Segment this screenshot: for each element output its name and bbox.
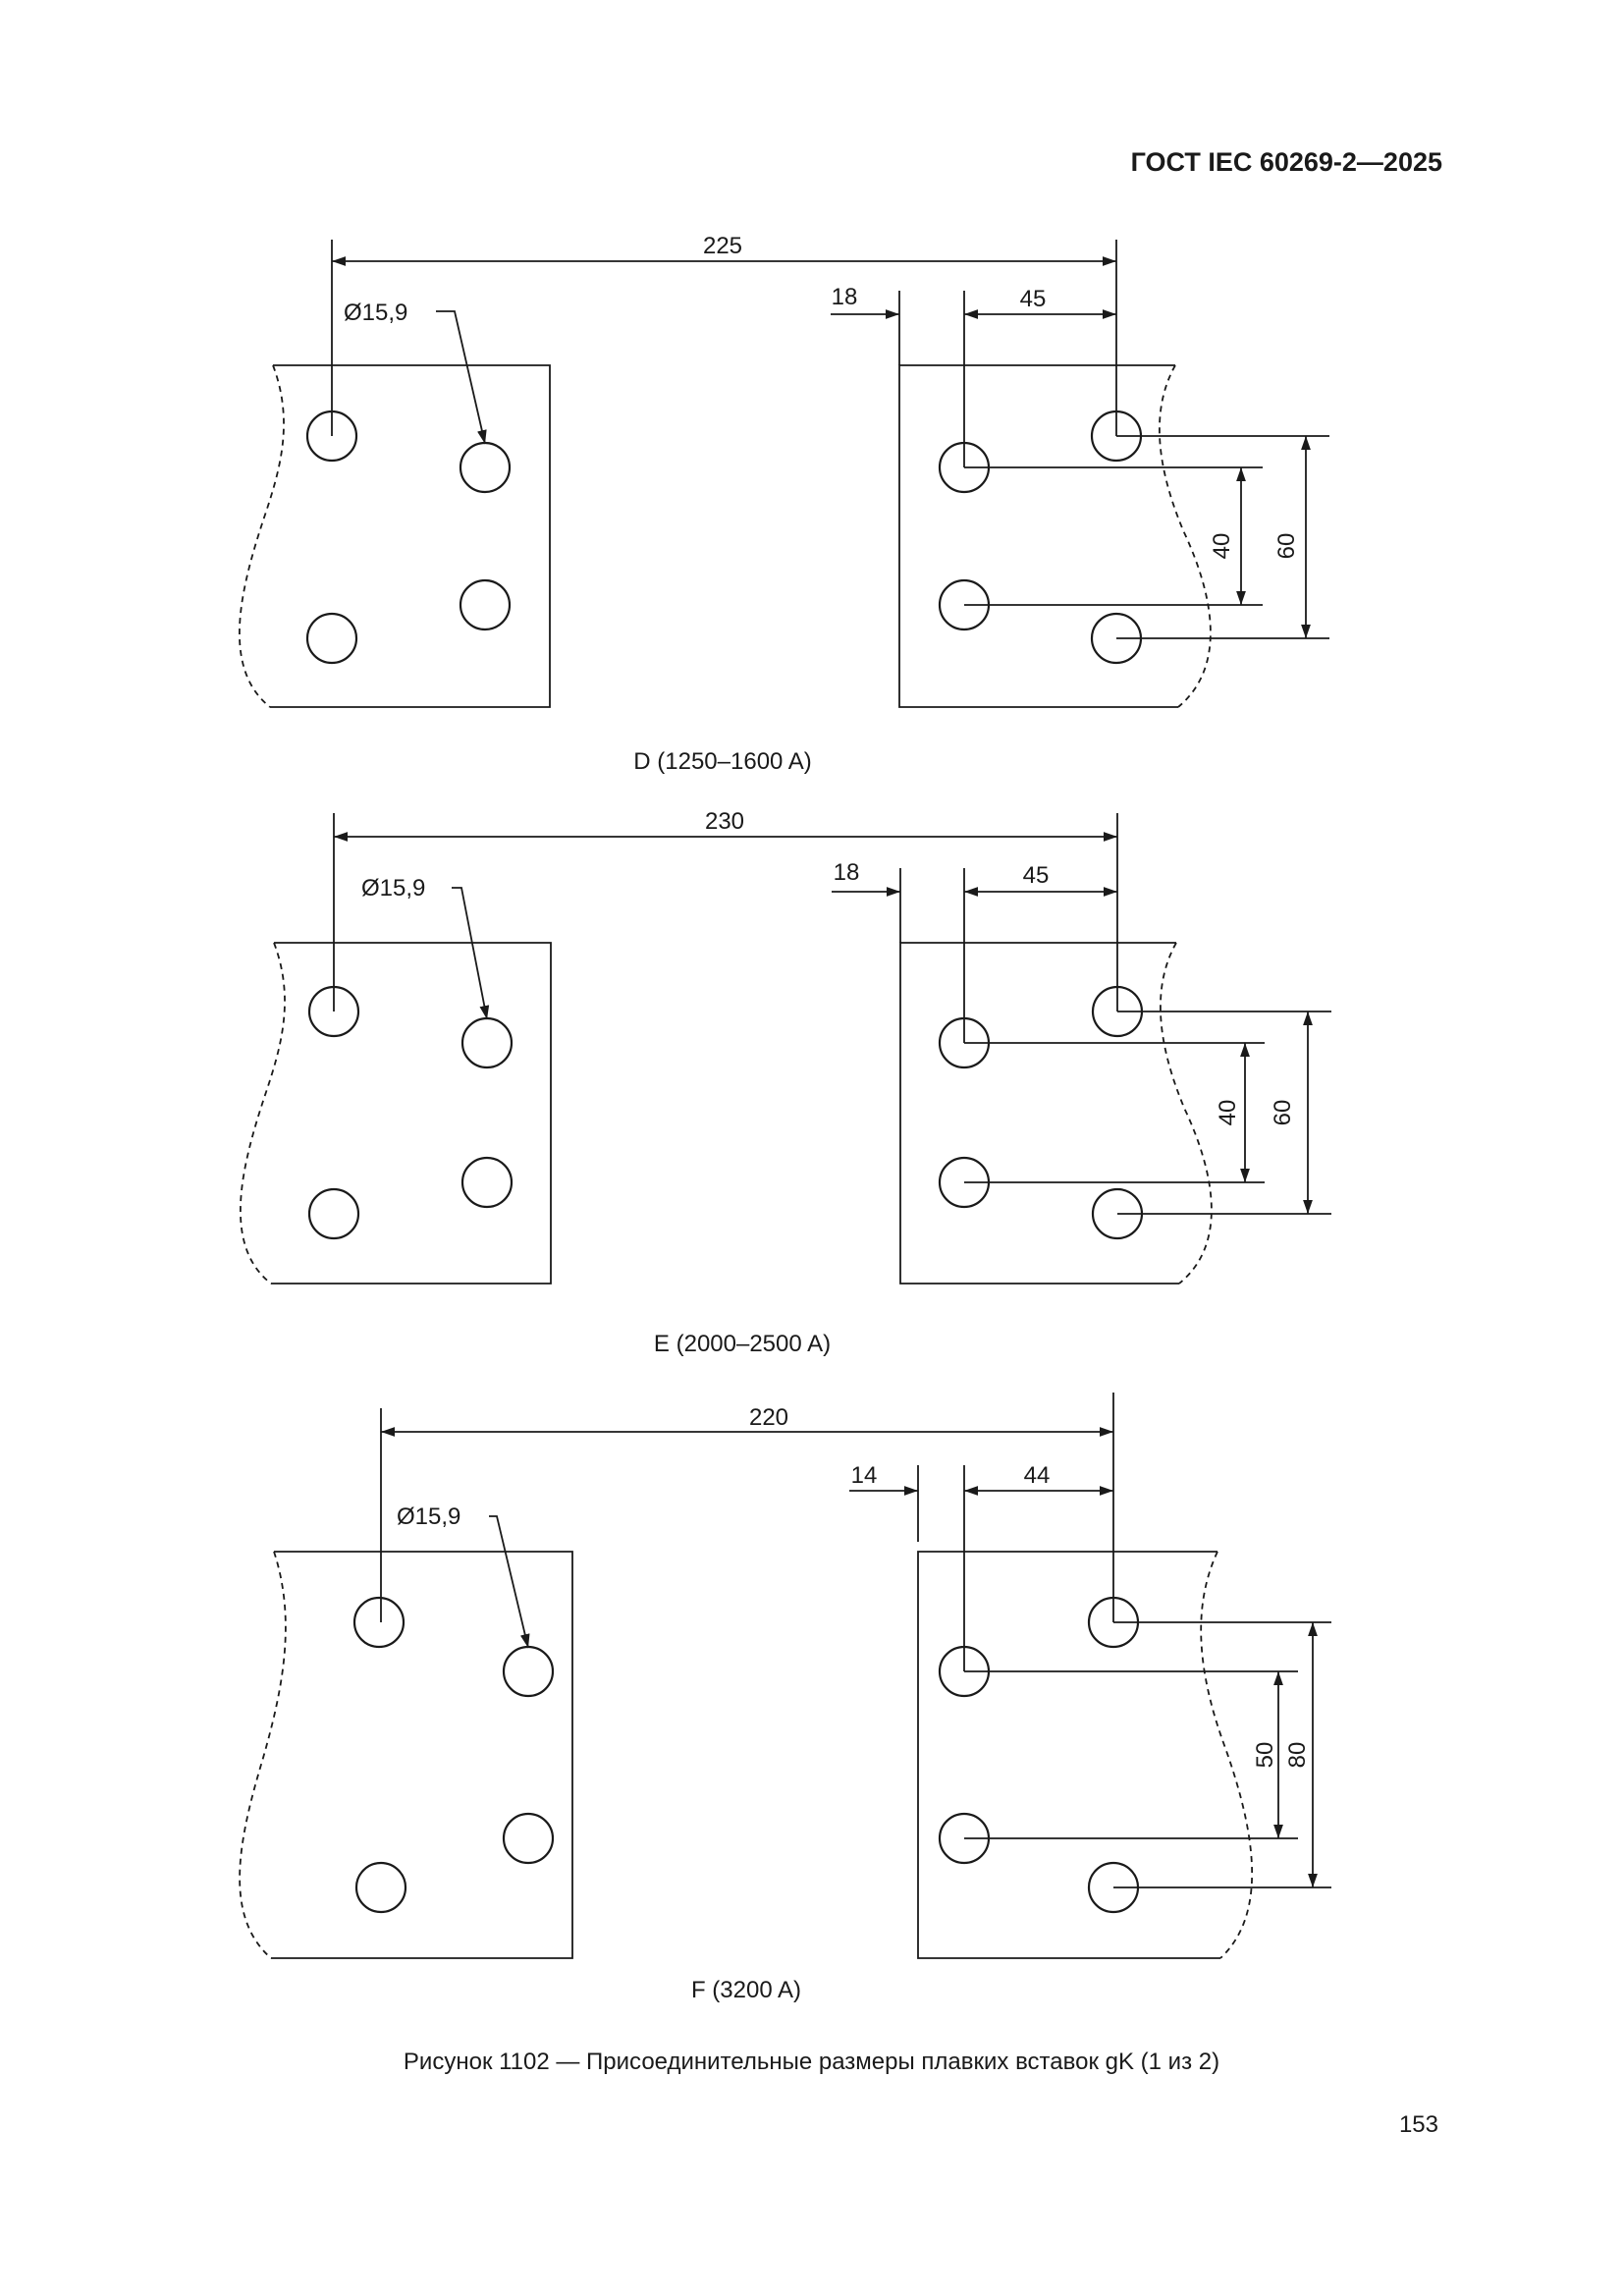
dimension-vertical-inner: 40 <box>1209 533 1235 560</box>
dimension-vertical-inner: 50 <box>1252 1742 1278 1769</box>
dimension-vertical-inner: 40 <box>1215 1100 1241 1126</box>
dimension-span: 225 <box>703 233 742 259</box>
figure-e-drawing: 230 18 45 Ø15,9 40 60 E (2000–2500 A) <box>240 808 1331 1357</box>
left-busbar <box>240 942 552 1285</box>
right-busbar <box>899 942 1213 1285</box>
mounting-hole <box>460 1016 514 1069</box>
left-busbar <box>239 1551 573 1959</box>
mounting-hole <box>460 1156 514 1209</box>
mounting-hole <box>305 612 358 665</box>
figure-d-drawing: 225 18 45 Ø15,9 40 60 D (1250–1600 A) <box>239 233 1329 775</box>
figure-label: D (1250–1600 A) <box>633 748 811 775</box>
dimension-vertical-outer: 60 <box>1270 1100 1296 1126</box>
right-busbar <box>917 1551 1254 1959</box>
dimension-span: 220 <box>749 1404 788 1431</box>
dimension-edge-offset: 18 <box>832 284 858 310</box>
page-number: 153 <box>1398 2111 1438 2138</box>
figure-label: F (3200 A) <box>691 1977 801 2003</box>
mounting-hole <box>502 1812 555 1865</box>
dimension-edge-offset: 18 <box>834 859 860 886</box>
mounting-hole <box>459 441 512 494</box>
document-standard-header: ГОСТ IEC 60269-2—2025 <box>1130 147 1442 177</box>
mounting-hole <box>459 578 512 631</box>
mounting-hole <box>502 1645 555 1698</box>
mounting-hole <box>352 1596 406 1649</box>
mounting-hole <box>307 1187 360 1240</box>
figure-f-drawing: 220 14 44 Ø15,9 50 80 F (3200 A) <box>239 1393 1331 2003</box>
dimension-diameter: Ø15,9 <box>361 875 425 902</box>
dimension-diameter: Ø15,9 <box>397 1503 460 1530</box>
dimension-span: 230 <box>705 808 744 835</box>
dimension-hole-pitch: 44 <box>1024 1462 1051 1489</box>
left-busbar <box>239 364 551 708</box>
dimension-diameter: Ø15,9 <box>344 300 407 326</box>
figure-label: E (2000–2500 A) <box>654 1331 831 1357</box>
dimension-edge-offset: 14 <box>851 1462 878 1489</box>
mounting-hole <box>354 1861 407 1914</box>
dimension-vertical-outer: 60 <box>1273 533 1300 560</box>
dimension-vertical-outer: 80 <box>1284 1742 1311 1769</box>
dimension-hole-pitch: 45 <box>1020 286 1047 312</box>
dimension-hole-pitch: 45 <box>1023 862 1050 889</box>
figure-caption: Рисунок 1102 — Присоединительные размеры… <box>403 2049 1220 2075</box>
right-busbar <box>898 364 1212 708</box>
